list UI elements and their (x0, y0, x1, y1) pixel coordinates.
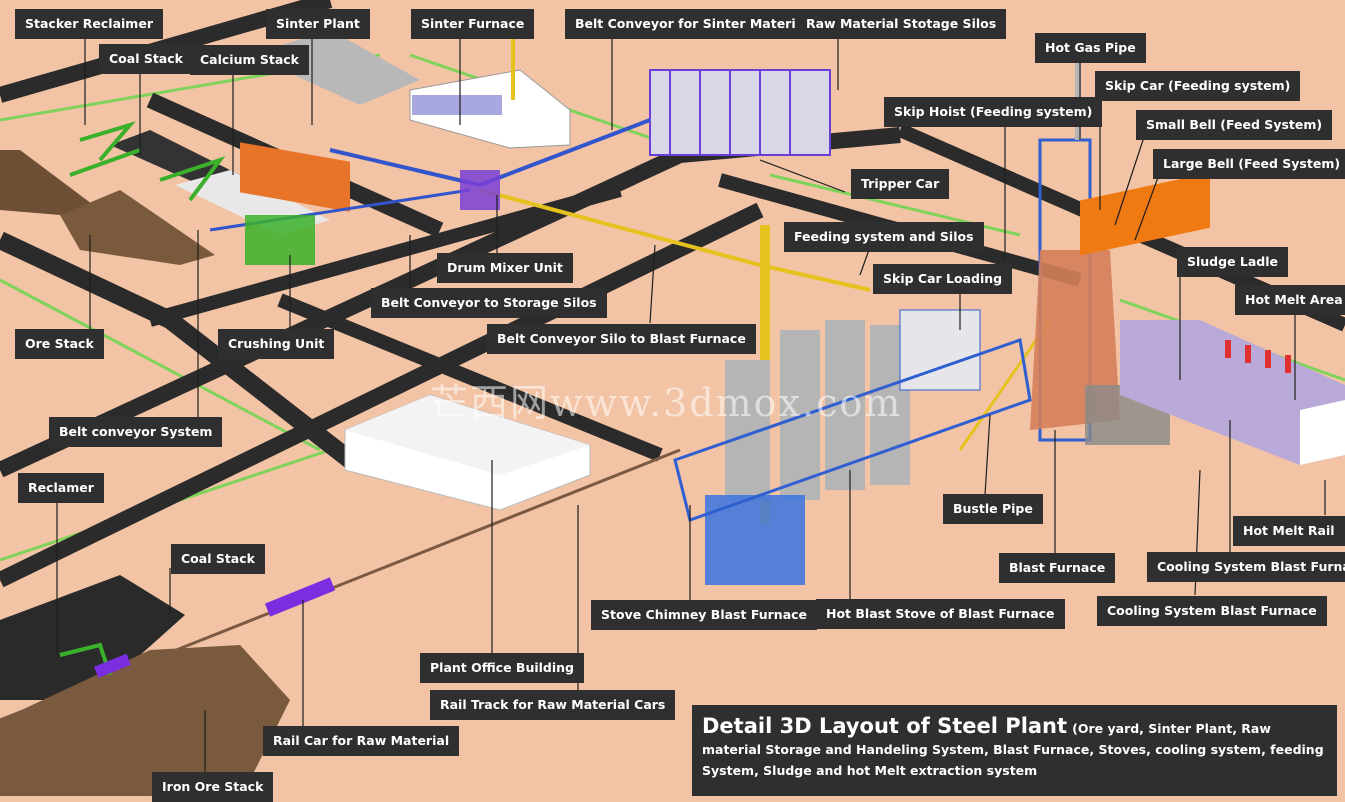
label-raw-material-silos: Raw Material Stotage Silos (796, 9, 1007, 39)
label-hot-melt-rail: Hot Melt Rail (1233, 516, 1345, 546)
title-subtitle: (Ore yard, Sinter Plant, Raw material St… (702, 721, 1324, 778)
label-large-bell: Large Bell (Feed System) (1153, 149, 1345, 179)
label-plant-office: Plant Office Building (420, 653, 584, 683)
label-cooling-system-2: Cooling System Blast Furnace (1097, 596, 1327, 626)
label-stove-chimney: Stove Chimney Blast Furnace (591, 600, 818, 630)
label-stacker-reclaimer: Stacker Reclaimer (15, 9, 163, 39)
label-ore-stack: Ore Stack (15, 329, 104, 359)
label-coal-stack-top: Coal Stack (99, 44, 193, 74)
ore-stacks (0, 150, 290, 796)
label-skip-hoist: Skip Hoist (Feeding system) (884, 97, 1103, 127)
label-hot-gas-pipe: Hot Gas Pipe (1035, 33, 1146, 63)
label-coal-stack-bottom: Coal Stack (171, 544, 265, 574)
label-hot-melt-area: Hot Melt Area (1235, 285, 1345, 315)
label-sinter-plant: Sinter Plant (266, 9, 370, 39)
label-belt-conveyor-silo-bf: Belt Conveyor Silo to Blast Furnace (487, 324, 756, 354)
label-drum-mixer: Drum Mixer Unit (437, 253, 573, 283)
label-reclamer: Reclamer (18, 473, 104, 503)
label-skip-car-loading: Skip Car Loading (873, 264, 1013, 294)
label-belt-conveyor-sinter: Belt Conveyor for Sinter Material (565, 9, 819, 39)
raw-material-silos (649, 69, 831, 156)
title-main: Detail 3D Layout of Steel Plant (702, 714, 1068, 738)
label-belt-conveyor-storage: Belt Conveyor to Storage Silos (371, 288, 607, 318)
label-cooling-system-1: Cooling System Blast Furnace (1147, 552, 1345, 582)
office-building (344, 394, 591, 511)
title-box: Detail 3D Layout of Steel Plant (Ore yar… (692, 705, 1337, 796)
crushing-and-mixer (245, 170, 500, 265)
reclaimers (59, 121, 226, 676)
label-rail-track: Rail Track for Raw Material Cars (430, 690, 676, 720)
rail (0, 448, 681, 722)
label-bustle-pipe: Bustle Pipe (943, 494, 1043, 524)
label-sinter-furnace: Sinter Furnace (411, 9, 535, 39)
label-tripper-car: Tripper Car (851, 169, 950, 199)
label-small-bell: Small Bell (Feed System) (1136, 110, 1333, 140)
label-skip-car-feeding: Skip Car (Feeding system) (1095, 71, 1301, 101)
label-feeding-system-silos: Feeding system and Silos (784, 222, 984, 252)
watermark: 芒西网www.3dmox.com (430, 381, 903, 425)
label-hot-blast-stove: Hot Blast Stove of Blast Furnace (816, 599, 1065, 629)
label-sludge-ladle: Sludge Ladle (1177, 247, 1289, 277)
label-crushing-unit: Crushing Unit (218, 329, 335, 359)
label-iron-ore-stack: Iron Ore Stack (152, 772, 274, 802)
label-blast-furnace: Blast Furnace (999, 553, 1116, 583)
label-rail-car: Rail Car for Raw Material (263, 726, 460, 756)
label-belt-conveyor-system: Belt conveyor System (49, 417, 223, 447)
label-calcium-stack: Calcium Stack (190, 45, 309, 75)
hot-melt-shed (1120, 320, 1345, 465)
